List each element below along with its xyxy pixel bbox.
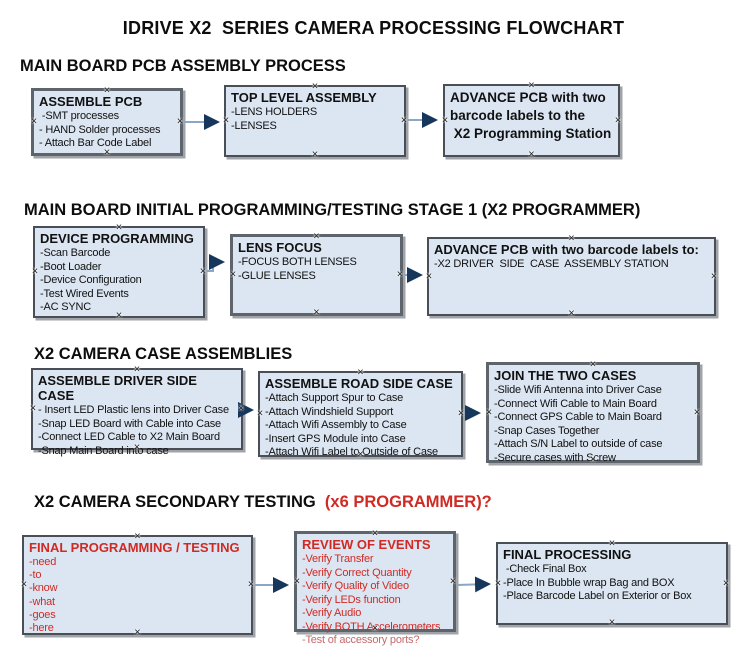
- box-title: FINAL PROGRAMMING / TESTING: [29, 540, 240, 555]
- box-title: JOIN THE TWO CASES: [494, 368, 637, 383]
- box-item: -LENSES: [231, 119, 277, 132]
- box-item: -Snap LED Board with Cable into Case: [38, 417, 221, 430]
- box-item: -Connect GPS Cable to Main Board: [494, 411, 662, 423]
- section-heading-secondary-testing: X2 CAMERA SECONDARY TESTING (x6 PROGRAMM…: [34, 493, 492, 512]
- section-heading-pcb-assembly: MAIN BOARD PCB ASSEMBLY PROCESS: [20, 57, 346, 75]
- flow-box-device-programming: DEVICE PROGRAMMING -Scan Barcode-Boot Lo…: [32, 222, 206, 321]
- box-item: -Connect Wifi Cable to Main Board: [494, 397, 657, 410]
- box-item: -Verify Audio: [302, 607, 362, 619]
- box-item: -Test Wired Events: [40, 287, 129, 300]
- flow-box-join-the-two-cases: JOIN THE TWO CASES -Slide Wifi Antenna i…: [486, 359, 700, 465]
- box-item: -X2 DRIVER SIDE CASE ASSEMBLY STATION: [434, 258, 669, 270]
- flow-box-review-of-events: REVIEW OF EVENTS -Verify Transfer-Verify…: [294, 528, 456, 646]
- box-title: ASSEMBLE ROAD SIDE CASE: [265, 376, 453, 391]
- box-item: -know: [29, 582, 58, 595]
- box-item: -Attach Support Spur to Case: [265, 392, 404, 404]
- section-heading-black-part: X2 CAMERA SECONDARY TESTING: [34, 493, 321, 511]
- box-item: - Attach Bar Code Label: [39, 137, 152, 149]
- box-item: -Snap Cases Together: [494, 424, 600, 437]
- flow-box-final-programming-testing: FINAL PROGRAMMING / TESTING -need-to-kno…: [21, 531, 254, 638]
- box-item: -Attach Wifi Label to Outside of Case: [265, 446, 438, 458]
- box-items: -X2 DRIVER SIDE CASE ASSEMBLY STATION: [434, 258, 709, 272]
- page-title: IDRIVE X2 SERIES CAMERA PROCESSING FLOWC…: [122, 18, 625, 38]
- box-title: ADVANCE PCB with two barcode labels to t…: [450, 90, 612, 141]
- box-items: -Attach Support Spur to Case-Attach Wind…: [265, 392, 456, 460]
- box-item: -Secure cases with Screw: [494, 451, 616, 464]
- flow-box-final-processing: FINAL PROCESSING -Check Final Box-Place …: [495, 538, 729, 628]
- box-item: -Boot Loader: [40, 260, 102, 273]
- flow-box-assemble-pcb: ASSEMBLE PCB -SMT processes- HAND Solder…: [31, 85, 183, 158]
- box-items: -Scan Barcode-Boot Loader-Device Configu…: [40, 247, 198, 315]
- flow-box-top-level-assembly: TOP LEVEL ASSEMBLY -LENS HOLDERS-LENSES …: [223, 81, 407, 160]
- box-items: -FOCUS BOTH LENSES-GLUE LENSES: [238, 256, 395, 283]
- box-item: -to: [29, 569, 42, 582]
- box-item: -Attach S/N Label to outside of case: [494, 438, 663, 450]
- box-item: - HAND Solder processes: [39, 123, 161, 136]
- box-items: -need-to-know-what-goes-here: [29, 556, 246, 635]
- overflow-item: -Test of accessory ports?: [302, 634, 420, 646]
- box-item: - Insert LED Plastic lens into Driver Ca…: [38, 404, 229, 416]
- box-item: -SMT processes: [39, 110, 119, 122]
- box-item: -goes: [29, 608, 56, 621]
- box-item: -GLUE LENSES: [238, 269, 316, 282]
- flow-box-advance-pcb-programming-station: ADVANCE PCB with two barcode labels to t…: [442, 80, 621, 160]
- box-item: -Verify Correct Quantity: [302, 566, 412, 579]
- box-items: - Insert LED Plastic lens into Driver Ca…: [38, 404, 236, 458]
- box-item: -Snap Main Board into case: [38, 444, 169, 457]
- flow-box-assemble-road-side-case: ASSEMBLE ROAD SIDE CASE -Attach Support …: [257, 367, 464, 460]
- box-items: -Check Final Box-Place In Bubble wrap Ba…: [503, 563, 721, 604]
- box-items: -LENS HOLDERS-LENSES: [231, 106, 399, 133]
- box-item: -LENS HOLDERS: [231, 106, 318, 118]
- box-item: -Check Final Box: [503, 563, 587, 575]
- box-item: -Attach Wifi Assembly to Case: [265, 419, 407, 431]
- box-title: FINAL PROCESSING: [503, 547, 632, 562]
- box-item: -here: [29, 622, 54, 635]
- box-item: -Verify LEDs function: [302, 593, 401, 606]
- box-item: -Place Barcode Label on Exterior or Box: [503, 590, 692, 602]
- box-item: -Verify BOTH Accelerometers: [302, 620, 441, 633]
- box-item: -Verify Quality of Video: [302, 580, 409, 592]
- box-items: -Slide Wifi Antenna into Driver Case-Con…: [494, 384, 692, 465]
- box-item: -Insert GPS Module into Case: [265, 432, 406, 445]
- flow-box-advance-pcb-case-assembly: ADVANCE PCB with two barcode labels to: …: [426, 233, 717, 319]
- box-item: -Place In Bubble wrap Bag and BOX: [503, 576, 675, 589]
- box-title: REVIEW OF EVENTS: [302, 537, 431, 552]
- arrow-device-programming-to-lens-focus: [206, 254, 225, 272]
- section-heading-red-part: (x6 PROGRAMMER)?: [320, 493, 492, 511]
- box-item: -Attach Windshield Support: [265, 405, 394, 418]
- arrow-review-to-final-processing: [456, 576, 491, 593]
- section-heading-initial-programming: MAIN BOARD INITIAL PROGRAMMING/TESTING S…: [24, 201, 641, 219]
- box-item: -Scan Barcode: [40, 247, 111, 259]
- box-item: -Verify Transfer: [302, 553, 374, 565]
- section-heading-case-assemblies: X2 CAMERA CASE ASSEMBLIES: [34, 345, 293, 363]
- box-title: TOP LEVEL ASSEMBLY: [231, 90, 377, 105]
- box-item: -what: [29, 595, 55, 608]
- box-title: LENS FOCUS: [238, 240, 322, 255]
- box-title: DEVICE PROGRAMMING: [40, 231, 194, 246]
- box-title: ASSEMBLE DRIVER SIDE CASE: [38, 373, 201, 403]
- box-item: -AC SYNC: [40, 301, 91, 313]
- box-item: -need: [29, 556, 57, 568]
- box-items: -Verify Transfer-Verify Correct Quantity…: [302, 553, 448, 634]
- box-item: -FOCUS BOTH LENSES: [238, 256, 357, 268]
- box-items: -SMT processes- HAND Solder processes- A…: [39, 110, 175, 151]
- box-title: ADVANCE PCB with two barcode labels to:: [434, 242, 699, 257]
- box-title: ASSEMBLE PCB: [39, 94, 143, 109]
- flow-box-assemble-driver-side-case: ASSEMBLE DRIVER SIDE CASE - Insert LED P…: [30, 364, 244, 457]
- box-item: -Slide Wifi Antenna into Driver Case: [494, 384, 662, 396]
- box-item: -Connect LED Cable to X2 Main Board: [38, 431, 220, 443]
- box-item: -Device Configuration: [40, 274, 142, 286]
